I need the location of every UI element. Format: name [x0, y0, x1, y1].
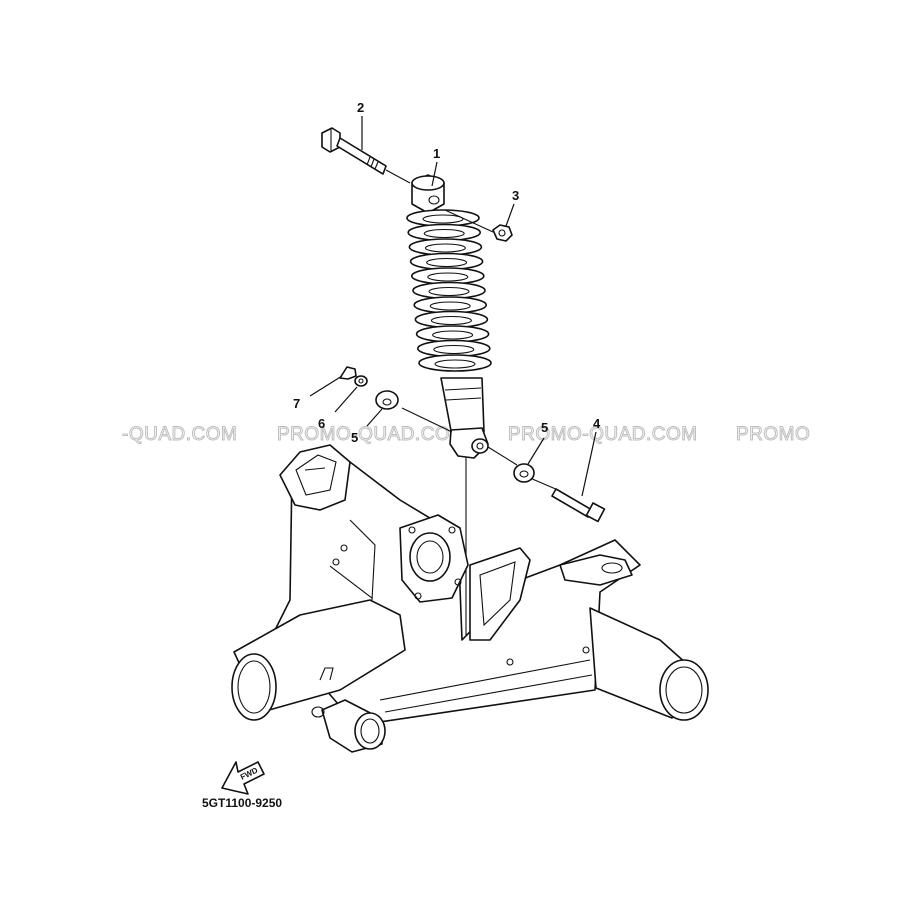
spring-coil [408, 238, 483, 256]
washer-part-6 [354, 375, 368, 387]
spring-coil-inner [426, 257, 468, 268]
callout-number: 3 [512, 188, 519, 203]
callout-6: 6 [318, 386, 358, 431]
callout-number: 2 [357, 100, 364, 115]
spring-coil-inner [424, 243, 466, 253]
spring-coil-inner [422, 214, 464, 224]
callout-number: 6 [318, 416, 325, 431]
callout-2: 2 [357, 100, 364, 150]
callout-5: 5 [351, 408, 383, 445]
bushing-part-5 [375, 390, 399, 410]
watermark-text: PROMO-QUAD.COM [508, 424, 698, 445]
callout-5: 5 [527, 420, 548, 465]
callout-4: 4 [581, 416, 601, 497]
watermark-text: -QUAD.COM [122, 424, 237, 445]
spring-coil [414, 310, 489, 329]
spring-coil-inner [429, 301, 471, 311]
callout-number: 4 [593, 416, 601, 431]
callout-3: 3 [505, 188, 519, 227]
spring-coil [416, 339, 491, 358]
spring-coil-inner [432, 330, 474, 340]
callout-number: 5 [351, 430, 358, 445]
spring-coil [418, 354, 492, 372]
clip-part-7 [339, 366, 357, 380]
watermark-strip: -QUAD.COM PROMO-QUAD.COM PROMO-QUAD.COM … [122, 424, 811, 446]
pin-part-4 [551, 488, 606, 523]
callout-number: 7 [293, 396, 300, 411]
watermark-text: PROMO [736, 424, 810, 445]
callout-7: 7 [293, 375, 343, 411]
fwd-arrow-icon: FWD [221, 761, 265, 795]
spring-coil [406, 209, 480, 227]
spring-coil [407, 223, 482, 242]
spring-coil-inner [427, 272, 469, 282]
spring-coil-inner [423, 228, 465, 239]
spring-coil [412, 281, 486, 300]
diagram-code: 5GT1100-9250 [202, 796, 283, 810]
spring-coil [415, 325, 490, 343]
watermark-text: PROMO-QUAD.COM [277, 424, 467, 445]
spring-coil [409, 252, 484, 271]
callout-1: 1 [431, 146, 440, 187]
spring-coil-inner [428, 286, 470, 297]
callout-number: 5 [541, 420, 548, 435]
spring-coil [410, 267, 485, 285]
spring-coil-inner [434, 359, 476, 369]
bolt-part-2 [321, 127, 387, 175]
callout-number: 1 [433, 146, 440, 161]
spring-coil [413, 296, 488, 314]
rear-axle-housing [231, 444, 709, 753]
shock-absorber-part-1 [406, 174, 492, 459]
spring-coil-inner [433, 344, 475, 355]
bushing-part-5 [513, 463, 535, 483]
spring-coil-inner [430, 315, 472, 326]
nut-part-3 [492, 224, 513, 242]
